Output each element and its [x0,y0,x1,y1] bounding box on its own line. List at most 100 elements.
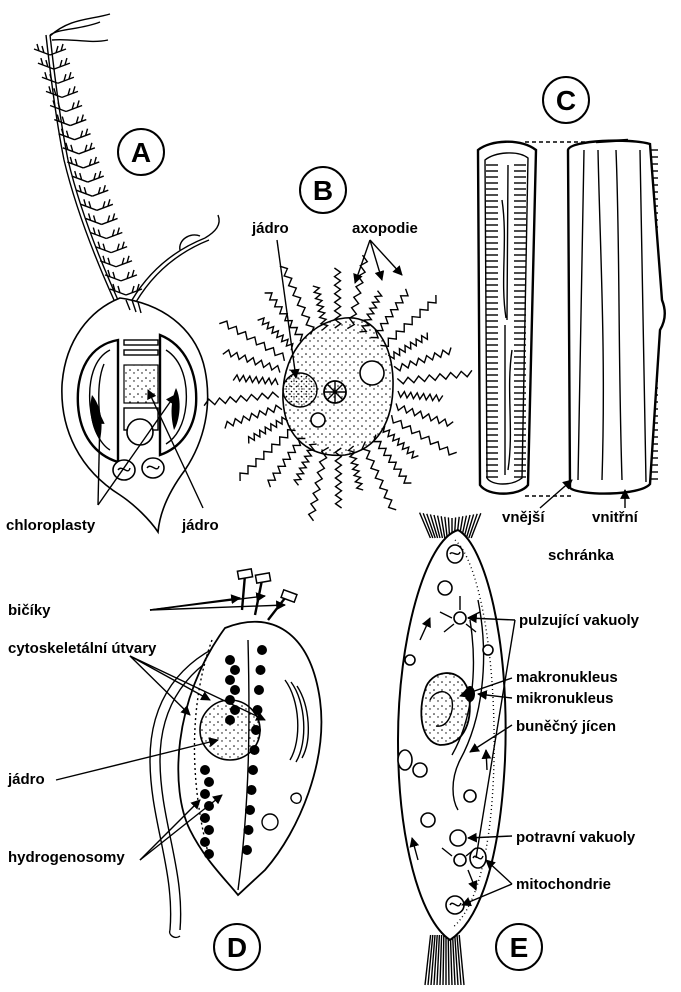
b-axopodium [370,288,409,339]
a-mastigoneme [83,156,100,169]
b-axopodium [396,369,473,385]
a-mastigoneme [58,128,75,141]
e-letter-circle [495,923,543,971]
d-hydrogenosome [200,765,210,775]
d-hydrogenosome [200,789,210,799]
e-cilium [433,934,438,986]
b-axopodium [307,446,330,522]
d-hydrogenosome [230,665,240,675]
e-label-macronucleus: makronukleus [516,669,618,686]
b-axopodium [333,267,342,329]
e-cilium [436,515,444,539]
e-cilium [436,934,441,986]
d-label-nucleus: jádro [7,771,45,788]
e-cilium [456,934,462,986]
a-mastigoneme [78,142,96,155]
e-cilium [447,934,450,986]
a-mastigoneme [57,72,75,84]
a-mastigoneme [65,100,83,113]
a-mastigoneme [120,269,138,282]
a-mastigoneme [96,199,114,211]
a-mastigoneme [110,241,128,254]
e-cilium [439,934,443,986]
e-cilium [451,934,456,986]
panel-e: pulzující vakuoly makronukleus mikronukl… [396,512,640,986]
d-hydrogenosome [225,715,235,725]
a-letter-circle [117,128,165,176]
b-axopodium [232,373,279,386]
c-label-inner: vnitřní [592,509,639,526]
d-letter-circle [213,923,261,971]
e-cilium [465,514,475,539]
b-axopodium [222,348,281,373]
a-mastigoneme [37,57,55,70]
e-label-cytopharynx: buněčný jícen [516,718,616,735]
b-axopodium [382,425,419,460]
d-label-flagella: bičíky [8,602,51,619]
a-mastigonemes [33,43,143,296]
a-mastigoneme [80,199,98,211]
e-cilium [449,934,453,986]
b-axopodium [224,404,283,429]
e-macronucleus [420,672,471,746]
b-axopodium [334,447,343,509]
a-mastigoneme [62,142,80,155]
a-mastigoneme [92,184,109,197]
d-hydrogenosomes [200,645,267,859]
d-hydrogenosome [248,765,258,775]
b-axopodium [264,292,304,342]
e-label-contractile-vacuoles: pulzující vakuoly [519,612,640,629]
d-label-hydrogenosomes: hydrogenosomy [8,849,125,866]
e-cilium [440,516,446,539]
b-letter: B [313,175,333,206]
a-mastigoneme [99,255,117,268]
c-label-shell: schránka [548,547,615,564]
b-axopodium [395,403,454,428]
e-cilium [427,934,434,986]
b-axopodium [247,416,289,444]
b-axopodium [387,332,429,360]
e-cilium [422,512,434,539]
a-pointer-chloro-2 [97,394,176,506]
a-mastigoneme [71,170,88,183]
d-hydrogenosome [200,813,210,823]
e-cilium [442,934,445,986]
a-mastigoneme [90,227,107,240]
a-mastigoneme [109,283,127,296]
a-pointer-nucleus [147,389,204,509]
d-hydrogenosome [243,825,254,835]
a-label-nucleus: jádro [181,517,219,534]
e-label-mitochondria: mitochondrie [516,876,611,893]
b-label-nucleus: jádro [251,220,289,237]
d-letter: D [227,932,247,963]
d-hydrogenosome [200,837,210,847]
d-hydrogenosome [249,745,260,755]
e-cilium [433,514,441,539]
c-label-outer: vnější [502,509,545,526]
b-axopodium [390,414,457,456]
d-label-cytoskeleton: cytoskeletální útvary [8,640,157,657]
a-cell-body [61,297,209,535]
e-label-food-vacuoles: potravní vakuoly [516,829,636,846]
panel-c: C vnější vnitřní schránka [476,76,666,564]
b-letter-circle [299,166,347,214]
b-axopodium [397,390,444,403]
e-cilium [458,934,465,986]
e-cilium [429,514,439,539]
d-hydrogenosome [254,685,264,695]
c-letter: C [556,85,576,116]
a-mastigoneme [49,43,67,56]
d-hydrogenosome [204,849,214,859]
a-chloroplast-right [158,333,198,457]
b-axopodium [380,294,437,348]
d-hydrogenosome [245,805,255,815]
a-nucleus [123,364,159,404]
a-flagellum-hairy [49,34,119,301]
e-letter: E [510,932,529,963]
d-hydrogenosome [255,665,266,675]
panel-a: chloroplasty jádro A [6,13,220,535]
d-hydrogenosome [246,785,257,795]
b-nucleus [282,372,318,408]
b-axopodium [257,316,294,351]
e-cilium [463,514,471,539]
